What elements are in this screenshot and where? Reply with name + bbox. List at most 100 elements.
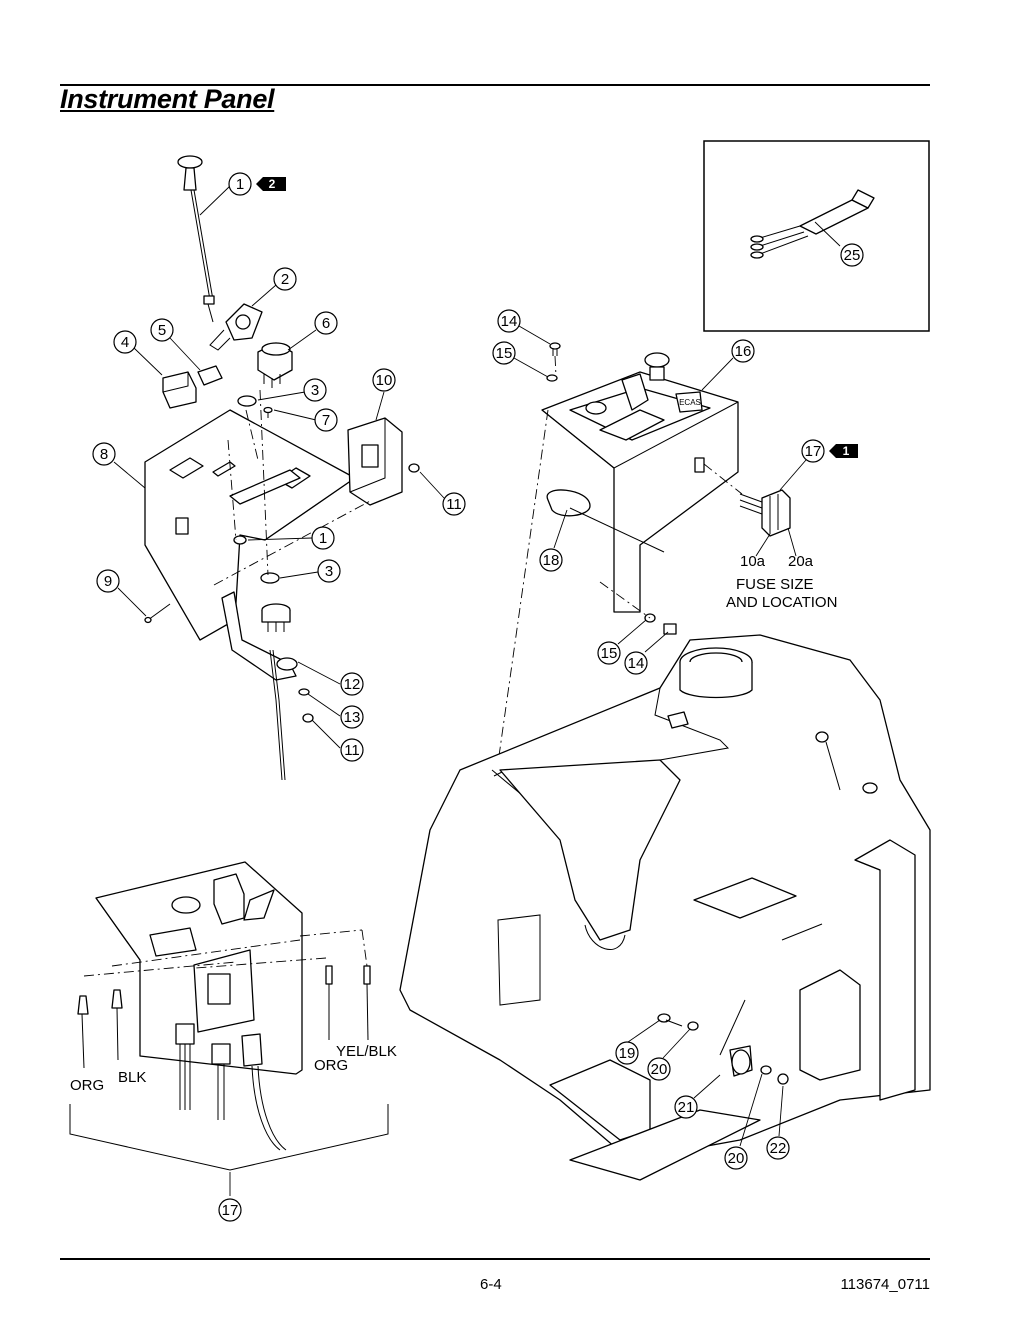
page-title: Instrument Panel [60,84,275,114]
callout-c20b: 20 [724,1146,748,1170]
svg-text:7: 7 [322,412,330,429]
wire-label-yel-blk: YEL/BLK [336,1043,397,1060]
wire-label-org-right: ORG [314,1057,348,1074]
callout-c11a: 11 [442,492,466,516]
svg-text:15: 15 [496,345,513,362]
document-number: 113674_0711 [840,1276,930,1293]
svg-text:1: 1 [236,176,244,193]
callout-c3b: 3 [317,559,341,583]
clip-5 [169,337,223,386]
callout-c4: 4 [113,330,137,354]
left-upper-centerline-b [245,409,259,461]
svg-text:21: 21 [678,1099,695,1116]
callout-c2: 2 [273,267,297,291]
callout-c13: 13 [340,705,364,729]
washer-20-lower [739,1065,772,1147]
callout-c8: 8 [92,442,116,466]
wiring-detail-view [69,861,389,1196]
screw-7 [263,406,317,421]
fuse-rating-10a: 10a [740,553,766,570]
svg-text:6: 6 [322,315,330,332]
throttle-cable-1 [177,155,231,323]
svg-text:11: 11 [446,496,462,513]
svg-text:12: 12 [344,676,361,693]
bolt-19 [627,1013,683,1043]
callout-c7: 7 [314,408,338,432]
harness-25-drawing [750,189,875,259]
svg-text:4: 4 [121,334,129,351]
fuse-caption-line1: FUSE SIZE [736,576,814,593]
svg-text:1: 1 [843,444,850,458]
callout-c17a: 17 [801,439,825,463]
fender-body [399,634,931,1181]
callout-c1a: 1 [228,172,252,196]
callout-c15a: 15 [492,341,516,365]
callout-c12: 12 [340,672,364,696]
nut-3-lower [260,571,319,584]
svg-text:16: 16 [735,343,752,360]
left-upper-centerline-c [213,499,373,586]
svg-text:13: 13 [344,709,361,726]
callout-c11b: 11 [340,738,364,762]
callout-c15b: 15 [597,641,621,665]
svg-text:1: 1 [319,530,327,547]
svg-text:18: 18 [543,552,560,569]
callout-c25: 25 [840,243,864,267]
fuse-holder-10 [347,391,403,506]
svg-text:19: 19 [619,1045,636,1062]
ignition-switch-2 [209,284,277,351]
clamp-21 [693,1045,753,1099]
callout-c3a: 3 [303,378,327,402]
svg-text:9: 9 [104,573,112,590]
pto-switch-lower [261,603,291,632]
harness-17-connector [703,459,807,557]
page-number: 6-4 [480,1276,502,1293]
nut-11-upper [408,463,445,499]
nut-3-upper [237,391,306,407]
svg-text:14: 14 [501,313,518,330]
svg-text:3: 3 [325,563,333,580]
svg-text:17: 17 [222,1202,239,1219]
callout-c10: 10 [372,368,396,392]
panel-16: ECAS [541,352,739,613]
wire-label-org-left: ORG [70,1077,104,1094]
callout-c20a: 20 [647,1057,671,1081]
svg-text:20: 20 [728,1150,745,1167]
svg-text:11: 11 [344,742,360,759]
callout-c16: 16 [731,339,755,363]
screw-9 [117,587,171,624]
left-upper-centerlines [227,389,269,576]
callout-c19: 19 [615,1041,639,1065]
callout-c21: 21 [674,1095,698,1119]
header-rule [60,84,930,86]
callout-c22: 22 [766,1136,790,1160]
fuse-rating-20a: 20a [788,553,814,570]
footer-rule [60,1258,930,1260]
bolt-14-bottom [644,623,677,653]
panel-decal-text: ECAS [679,398,701,407]
nut-22 [777,1073,789,1137]
callout-c14b: 14 [624,651,648,675]
svg-text:17: 17 [805,443,822,460]
wire-label-blk: BLK [118,1069,146,1086]
strap-18 [546,489,665,553]
callout-c6: 6 [314,311,338,335]
svg-text:3: 3 [311,382,319,399]
svg-text:8: 8 [100,446,108,463]
callout-c14a: 14 [497,309,521,333]
bolt-14-top [518,325,561,356]
svg-text:22: 22 [770,1140,787,1157]
svg-text:15: 15 [601,645,618,662]
washer-15-bottom [617,613,656,645]
svg-text:20: 20 [651,1061,668,1078]
svg-text:2: 2 [281,271,289,288]
svg-text:14: 14 [628,655,645,672]
note-flag-2: 2 [256,177,286,191]
callout-c5: 5 [150,318,174,342]
nut-11-lower [302,713,341,749]
callout-c1b: 1 [311,526,335,550]
cover-4 [133,347,197,409]
callout-c18: 18 [539,548,563,572]
panel-bracket-8 [113,409,356,641]
